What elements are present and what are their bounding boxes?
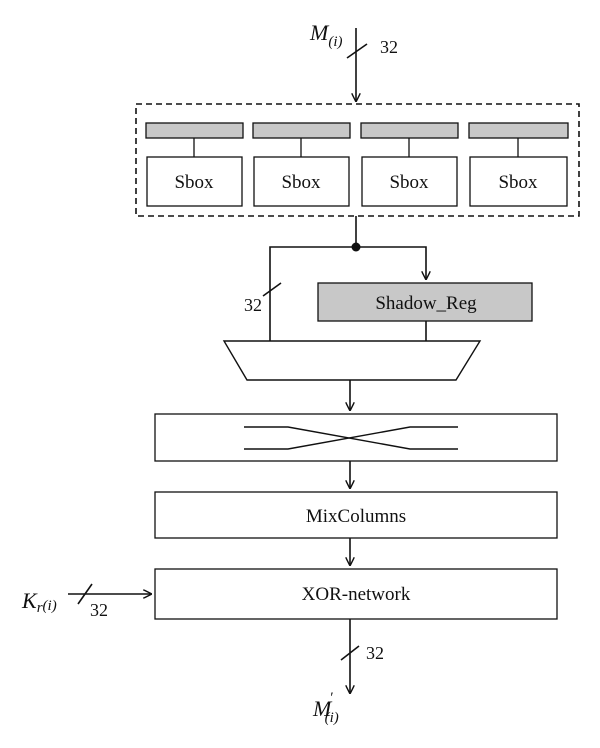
bypass-bus-tick [262, 282, 282, 297]
crossover-line-2 [244, 426, 458, 450]
xor-network-label: XOR-network [302, 584, 411, 605]
sbox-2 [253, 156, 350, 207]
output-signal-label: M′(i) [312, 690, 339, 726]
sbox-4-label: Sbox [498, 172, 538, 193]
sbox-register-4 [468, 122, 569, 139]
sbox-3 [361, 156, 458, 207]
sbox-unit-3: Sbox [360, 122, 459, 207]
key-signal-label: Kr(i) [21, 588, 57, 616]
sbox-1 [146, 156, 243, 207]
sbox-register-2 [252, 122, 351, 139]
sbox-3-label: Sbox [389, 172, 429, 193]
sbox-register-1 [145, 122, 244, 139]
key-bus-width: 32 [90, 600, 108, 620]
sbox-group [135, 103, 580, 217]
output-bus-tick [340, 645, 360, 661]
shadow-reg-input-arrow [356, 246, 426, 279]
sbox-2-label: Sbox [281, 172, 321, 193]
input-bus-tick [346, 43, 368, 59]
bypass-wire [269, 246, 356, 341]
sbox-1-label: Sbox [174, 172, 214, 193]
key-bus-tick [77, 583, 93, 605]
sbox-unit-2: Sbox [252, 122, 351, 207]
mix-columns-label: MixColumns [306, 506, 406, 527]
multiplexer [222, 340, 482, 381]
sbox-unit-4: Sbox [468, 122, 569, 207]
bypass-bus-width: 32 [244, 295, 262, 315]
input-signal-label: M(i) [309, 20, 343, 50]
input-bus-width: 32 [380, 37, 398, 57]
sbox-unit-1: Sbox [145, 122, 244, 207]
mix-columns-block [154, 491, 558, 539]
shadow-register-label: Shadow_Reg [375, 293, 477, 314]
sbox-4 [469, 156, 568, 207]
shift-rows-block [154, 413, 558, 462]
xor-network-block [154, 568, 558, 620]
output-bus-width: 32 [366, 643, 384, 663]
shadow-register [317, 282, 533, 322]
sbox-register-3 [360, 122, 459, 139]
